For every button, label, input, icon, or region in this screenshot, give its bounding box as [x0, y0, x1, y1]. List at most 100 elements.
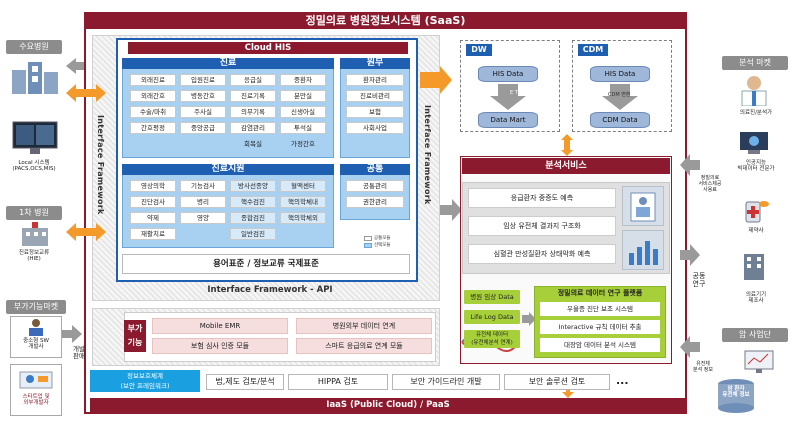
startup-label: 스타트업 및 외부개발자 — [22, 394, 50, 407]
demand-hospital-header: 수요병원 — [6, 40, 62, 54]
iaas-bar: IaaS (Public Cloud) / PaaS — [90, 398, 686, 412]
chart-illustration-icon — [622, 230, 664, 270]
support-cell: 영양 — [180, 212, 226, 224]
platform-row: 우울증 진단 보조 시스템 — [540, 302, 660, 316]
security-item: HIPPA 검토 — [288, 374, 388, 390]
clinic-cell: 진료기록 — [230, 90, 276, 102]
support-title: 진료지원 — [122, 164, 334, 175]
clinic-cell: 중환자 — [280, 74, 326, 86]
local-system-monitor-icon — [12, 120, 58, 156]
arrow-addon-gray — [60, 325, 82, 343]
cloud-his-title: Cloud HIS — [128, 42, 408, 54]
arrow-right-market — [680, 154, 700, 176]
support-cell: 혈액센터 — [280, 180, 326, 192]
platform-row: 대장암 데이터 분석 시스템 — [540, 338, 660, 352]
data-box: 병원 임상 Data — [464, 290, 520, 304]
clinic-cell: 간호평정 — [130, 122, 176, 134]
admin-cell: 진료비관리 — [346, 90, 404, 102]
clinic-cell: 가정간호 — [280, 138, 326, 150]
arrow-right-cancer — [680, 336, 700, 358]
cdm-down-arrow — [602, 84, 638, 110]
addon-market-header: 부가기능마켓 — [6, 300, 66, 314]
clinic-cell: 외래진료 — [130, 74, 176, 86]
support-cell: 재활치료 — [130, 228, 176, 240]
common-title: 공통 — [340, 164, 410, 175]
dev-sales-label: 개발 판매 — [73, 345, 85, 361]
addon-button: 스마트 응급의료 연계 모듈 — [296, 338, 432, 354]
doctor-illustration-icon — [622, 186, 664, 226]
startup-box — [10, 364, 62, 416]
page-title: 정밀의료 병원정보시스템 (SaaS) — [84, 12, 687, 29]
addon-label: 부가 기능 — [124, 320, 146, 352]
arrow-his-analysis — [440, 199, 462, 221]
arrow-demand-his — [66, 84, 106, 102]
analysis-row: 임상 유전체 결과지 구조화 — [468, 216, 616, 236]
first-hospital-sub: 진료정보교류 (HIE) — [18, 250, 50, 263]
support-cell: 진단검사 — [130, 196, 176, 208]
security-item: 법,제도 검토/분석 — [206, 374, 284, 390]
clinic-cell: 감염관리 — [230, 122, 276, 134]
admin-cell: 사회사업 — [346, 122, 404, 134]
doctor-label: 의료진/분석가 — [739, 110, 773, 116]
data-box: 유전체 데이터 (유전체분석 연계) — [464, 330, 520, 348]
clinic-building-icon — [18, 222, 52, 246]
bottom-more: ... — [616, 374, 629, 387]
startup-icon — [18, 368, 54, 390]
arrow-dw-analysis — [561, 134, 573, 156]
data-box: Life Log Data — [464, 310, 520, 324]
analysis-title: 분석서비스 — [462, 158, 670, 174]
genome-monitor-icon — [744, 350, 774, 374]
genome-db-label: 암 환자 유전체 정보 — [722, 386, 750, 399]
common-cell: 권한관리 — [346, 196, 404, 208]
pharma-label: 제약사 — [748, 228, 764, 234]
cdm-transform-label: CDM 변환 — [608, 92, 631, 98]
data-to-platform-arrow — [522, 312, 536, 326]
support-cell: 핵의학체내 — [280, 196, 326, 208]
addon-button: 보험 심사 인증 모듈 — [152, 338, 288, 354]
analysis-row: 심혈관 만성질환자 상태악화 예측 — [468, 244, 616, 264]
legend-swatch-optional — [364, 243, 372, 248]
sme-sw-box — [10, 316, 62, 358]
support-cell: 약제 — [130, 212, 176, 224]
clinic-cell: 응급실 — [230, 74, 276, 86]
first-hospital-header: 1차 병원 — [6, 206, 62, 220]
interface-framework-api: Interface Framework - API — [207, 285, 333, 295]
dw-title: DW — [466, 44, 492, 56]
genome-note-label: 유전체 분석 정보 — [693, 361, 713, 373]
standard-bar: 용어표준 / 정보교류 국제표준 — [122, 254, 410, 274]
support-cell: 종합검진 — [230, 212, 276, 224]
clinic-cell: 분만실 — [280, 90, 326, 102]
admin-title: 원무 — [340, 58, 410, 69]
doctor-icon — [736, 74, 772, 107]
developer-icon — [26, 318, 46, 336]
sme-sw-label: 중소형 SW 개발사 — [23, 338, 49, 351]
clinic-title: 진료 — [122, 58, 334, 69]
legend-label-common: 공통모듈 — [374, 236, 391, 241]
cdm-title: CDM — [578, 44, 608, 56]
admin-cell: 보험 — [346, 106, 404, 118]
clinic-cell: 회복실 — [230, 138, 276, 150]
arrow-first-his — [66, 223, 106, 241]
clinic-cell: 병동간호 — [180, 90, 226, 102]
dw-down-arrow — [490, 84, 526, 110]
support-cell: 핵의학체외 — [280, 212, 326, 224]
support-cell: 일반검진 — [230, 228, 276, 240]
genome-db-icon — [716, 378, 756, 416]
arrow-right-joint — [680, 244, 700, 266]
ai-expert-label: 인공지능 빅데이터 전문가 — [737, 160, 775, 173]
admin-cell: 환자관리 — [346, 74, 404, 86]
support-cell: 핵수검진 — [230, 196, 276, 208]
support-cell: 방사선종양 — [230, 180, 276, 192]
ai-expert-icon — [736, 126, 772, 156]
clinic-cell: 외래간호 — [130, 90, 176, 102]
support-cell: 영상의학 — [130, 180, 176, 192]
security-label: 정보보호체계 (보안 프레임워크) — [90, 370, 200, 392]
security-item: 보안 솔루션 검토 — [504, 374, 610, 390]
addon-button: Mobile EMR — [152, 318, 288, 334]
clinic-cell: 중앙공급 — [180, 122, 226, 134]
clinic-cell: 신생아실 — [280, 106, 326, 118]
arrow-his-to-dw — [420, 66, 452, 94]
clinic-cell: 의무기록 — [230, 106, 276, 118]
platform-row: Interactive 규칙 데이터 추출 — [540, 320, 660, 334]
